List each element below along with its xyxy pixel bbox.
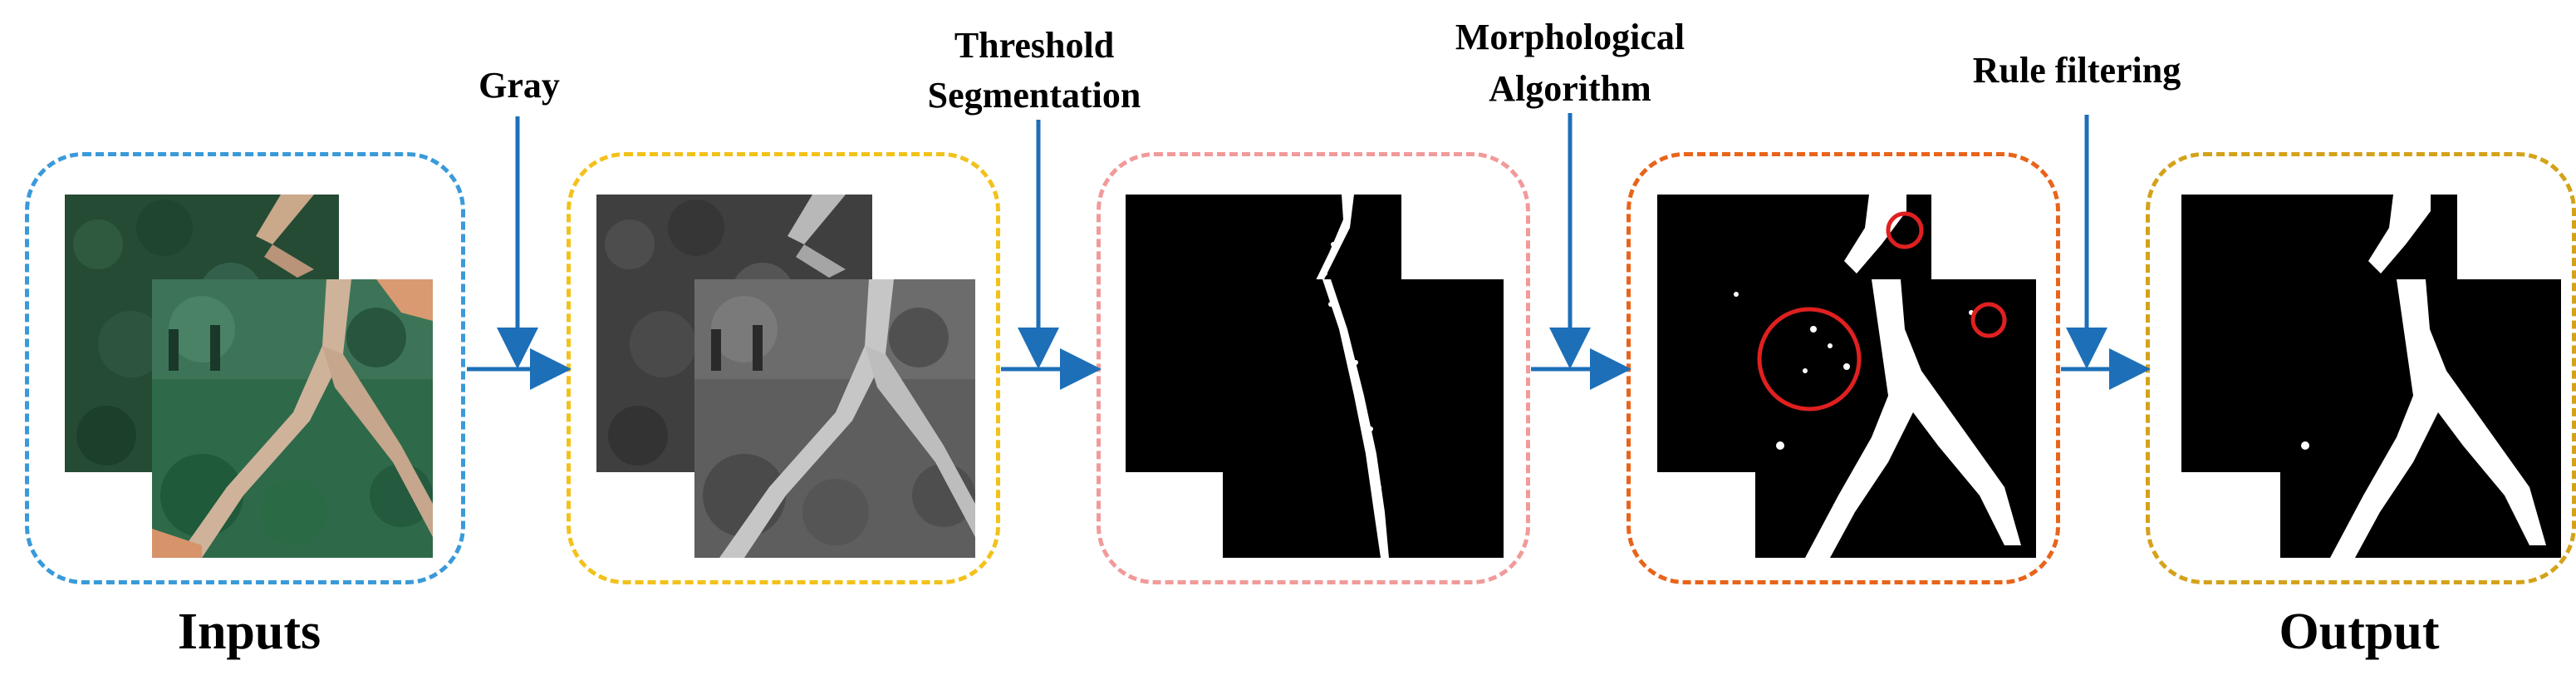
morph-step-label-line2: Algorithm	[1489, 68, 1651, 109]
output-image-front	[2280, 279, 2561, 558]
threshold-step-label-line2: Segmentation	[927, 75, 1141, 116]
input-image-front	[152, 279, 433, 558]
morph-step-label-line1: Morphological	[1455, 17, 1685, 57]
morph-image-front	[1755, 279, 2036, 558]
threshold-step-label-line1: Threshold	[954, 25, 1115, 66]
gray-image-front	[694, 279, 975, 558]
gray-step-label: Gray	[478, 65, 560, 106]
rule-step-label: Rule filtering	[1972, 50, 2181, 91]
threshold-image-front	[1223, 279, 1504, 558]
inputs-panel	[25, 152, 465, 584]
output-label: Output	[2279, 604, 2440, 660]
inputs-label: Inputs	[177, 604, 321, 660]
